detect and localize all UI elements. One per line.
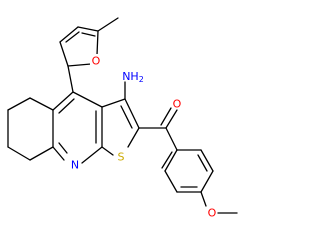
methoxy-oxygen-atom: O [208, 207, 217, 220]
atom-label-layer: O NH2 O N S O [71, 54, 217, 220]
amino-group: NH2 [122, 70, 144, 84]
bond-c3-c2-double [120, 105, 133, 129]
bond-furan-c3-c4 [59, 26, 79, 43]
bond-c4-c3a [72, 91, 103, 108]
ring-nitrogen-atom: N [71, 159, 79, 172]
bond-n-c9a [81, 146, 103, 164]
bond-ph-c5-c6-double [197, 154, 208, 172]
ring-nitrogen-label: N [71, 159, 79, 172]
furan-oxygen-label: O [92, 55, 101, 68]
ring-sulfur-label: S [118, 151, 125, 164]
bond-ph-c4-c5 [200, 170, 214, 193]
bond-c3-c2 [124, 98, 140, 129]
chemical-structure-diagram: O NH2 O N S O [7, 17, 238, 220]
bond-furan-c4-c5-double [81, 32, 96, 37]
bond-layer [7, 17, 238, 214]
bond-c4-c4a [52, 91, 74, 111]
bond-c8a-n-double [58, 142, 68, 154]
bond-ph-methoxy-o [200, 191, 207, 207]
bond-furan-c3-c4-double [65, 31, 80, 43]
bond-furan-o-c2 [67, 63, 92, 67]
bond-c5-c6 [7, 97, 31, 111]
bond-carbonyl-o [165, 109, 178, 129]
bond-c3a-c3 [101, 98, 126, 108]
carbonyl-oxygen-label: O [173, 98, 182, 111]
bond-c8-c8a [29, 146, 54, 161]
bond-furan-c4-c5 [77, 26, 99, 32]
carbonyl-oxygen-atom: O [173, 98, 182, 111]
bond-furan-c4 [67, 65, 74, 93]
bond-methyl-furan [97, 17, 119, 32]
bond-c7-c8 [7, 146, 31, 161]
bond-furan-c5-o [96, 30, 99, 56]
amino-symbol: NH [122, 70, 139, 83]
bond-carbonyl-o-double [160, 107, 172, 126]
furan-oxygen-atom: O [90, 54, 102, 68]
bond-ph-c1-c2 [164, 149, 178, 172]
bond-s-c9a [101, 146, 114, 156]
ring-sulfur-atom: S [118, 151, 125, 164]
bond-ph-c1-c2-double [161, 151, 173, 169]
bond-ph-c2-c3 [164, 170, 178, 193]
bond-furan-c2-c3 [59, 41, 69, 67]
bond-ph-c5-c6 [200, 149, 214, 172]
bond-c4a-c5 [29, 97, 54, 111]
methoxy-oxygen-label: O [208, 207, 217, 220]
amino-label: NH2 [122, 70, 144, 84]
amino-subscript: 2 [139, 75, 144, 84]
bond-c4-c4a-double [58, 98, 75, 114]
bond-c2-s [127, 127, 140, 148]
bond-carbonyl-ph [165, 127, 178, 151]
bond-c8a-n [52, 146, 65, 161]
